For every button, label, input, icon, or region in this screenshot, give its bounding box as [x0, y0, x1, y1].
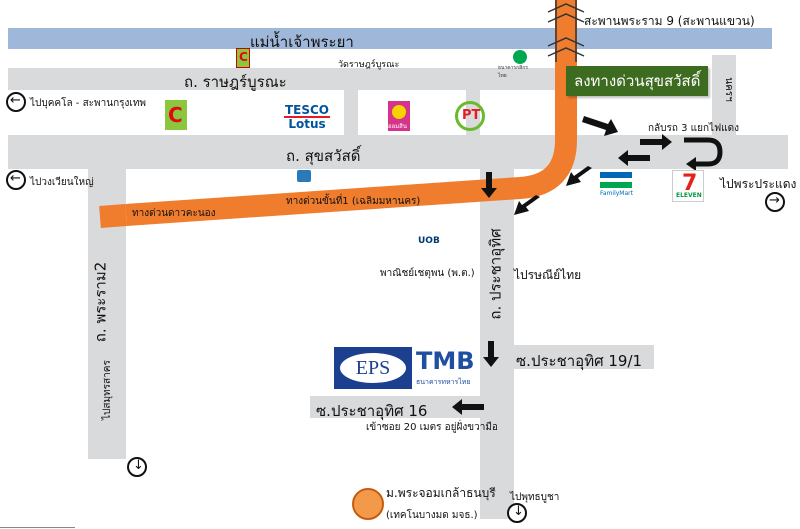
- university-sub-label: (เทคโนบางมด มจธ.): [386, 510, 478, 521]
- kasikorn-logo: ธนาคารกสิกรไทย: [498, 50, 532, 79]
- down-circle-arrow-icon-2: ↓: [507, 503, 527, 523]
- wat-ratburana-label: วัดราษฎร์บูรณะ: [338, 60, 400, 70]
- soi-19-1-label: ซ.ประชาอุทิศ 19/1: [516, 352, 643, 370]
- arrow-left-1: [618, 150, 650, 166]
- ratburana-road-label: ถ. ราษฎร์บูรณะ: [184, 73, 287, 91]
- arrow-right-1: [640, 134, 672, 150]
- soi-16-road: [310, 396, 480, 418]
- direction-left-top: ไปบุคคโล - สะพานกรุงเทพ: [30, 98, 146, 109]
- left-circle-arrow-icon: ←: [6, 92, 26, 112]
- tesco-lotus-logo: TESCO Lotus: [284, 103, 330, 131]
- arrow-diag-left-2: [514, 195, 540, 215]
- uturn-arrowhead: [686, 157, 696, 171]
- bottom-left-line: [0, 527, 75, 528]
- tmb-logo: TMB ธนาคารทหารไทย: [416, 347, 475, 386]
- bridge-label: สะพานพระราม 9 (สะพานแขวน): [584, 14, 755, 28]
- big-c-logo: C: [165, 100, 187, 130]
- arrow-down-pracha: [483, 341, 499, 367]
- suksawat-road-label: ถ. สุขสวัสดิ์: [286, 147, 361, 165]
- pharmacy-label: พาณิชย์เชตุพน (พ.ต.): [380, 268, 475, 279]
- left-circle-arrow-icon-2: ←: [6, 170, 26, 190]
- seven-eleven-logo: 7 ELEVEN: [672, 170, 704, 202]
- gold-shop-logo: ออมสิน: [388, 101, 410, 131]
- uob-logo: UOB: [418, 236, 440, 246]
- direction-bottom-left: ไปสมุทรสาคร: [102, 360, 113, 420]
- pt-logo: PT: [455, 101, 485, 131]
- direction-right: ไปพระประแดง: [720, 177, 797, 191]
- chao-phraya-river: [8, 28, 772, 49]
- soi-16-label: ซ.ประชาอุทิศ 16: [316, 402, 428, 420]
- pracha-uthit-road: [480, 169, 514, 519]
- ratburana-road: [8, 68, 568, 90]
- expressway-lower-label: ทางด่วนขั้นที่1 (เฉลิมมหานคร): [286, 196, 421, 207]
- small-bank-logo: [297, 170, 311, 182]
- soi-16-note: เข้าซอย 20 เมตร อยู่ฝั่งขวามือ: [366, 422, 498, 433]
- expressway-dao-khanong-label: ทางด่วนดาวคะนอง: [132, 208, 216, 219]
- familymart-logo: FamilyMart: [600, 172, 633, 204]
- down-circle-arrow-icon: ↓: [127, 457, 147, 477]
- direction-bottom-right: ไปพุทธบูชา: [510, 492, 560, 503]
- direction-left-mid: ไปวงเวียนใหญ่: [30, 177, 94, 188]
- right-vertical-road: [712, 55, 736, 135]
- arrow-left-soi16: [452, 399, 484, 415]
- post-office-label: ไปรษณีย์ไทย: [514, 268, 582, 282]
- route-arrows: [452, 116, 672, 415]
- right-circle-arrow-icon: →: [765, 192, 785, 212]
- soi-19-1-road: [514, 345, 654, 369]
- exit-sign: ลงทางด่วนสุขสวัสดิ์: [566, 66, 709, 96]
- arrow-down-expressway: [481, 172, 497, 198]
- eps-logo: EPS: [334, 347, 412, 389]
- uturn-icon: [684, 137, 723, 167]
- big-c-logo-top: C: [236, 48, 250, 68]
- university-label: ม.พระจอมเกล้าธนบุรี: [386, 486, 496, 500]
- expressway-route: [125, 0, 577, 226]
- river-label: แม่น้ำเจ้าพระยา: [250, 33, 354, 51]
- bridge-icon: [547, 0, 585, 62]
- arrow-diag-left-1: [566, 166, 592, 186]
- connector-road-a: [344, 90, 358, 135]
- university-seal: [352, 488, 384, 520]
- arrow-exit-diag: [582, 116, 618, 136]
- expressway-to-rama2: [99, 204, 127, 228]
- uturn-label: กลับรถ 3 แยกไฟแดง: [648, 123, 739, 134]
